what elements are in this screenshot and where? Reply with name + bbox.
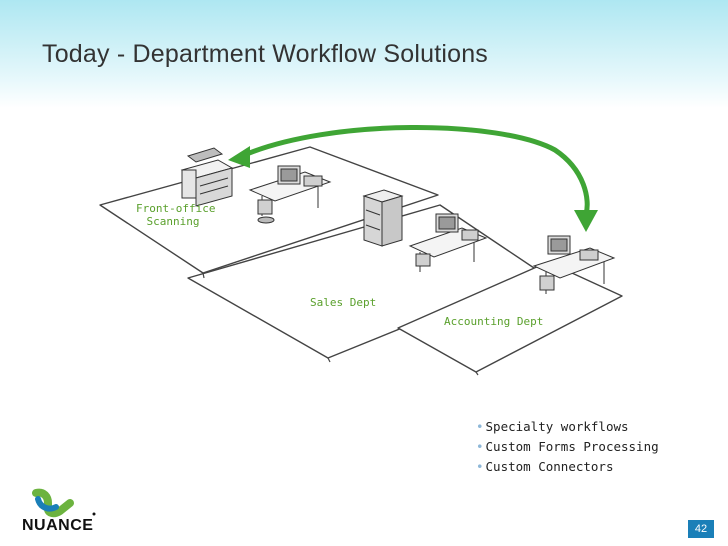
accounting-dept-label: Accounting Dept: [444, 315, 544, 328]
feature-list: Specialty workflows Custom Forms Process…: [476, 417, 659, 477]
front-office-label: Front-office Scanning: [136, 202, 216, 228]
workflow-arrow: [239, 124, 590, 217]
arrow-head-right: [574, 210, 598, 232]
list-item: Custom Connectors: [476, 457, 659, 477]
sales-workstation: [408, 213, 488, 272]
list-item: Specialty workflows: [476, 417, 659, 437]
arrow-head-left: [228, 146, 250, 168]
sales-dept-label: Sales Dept: [310, 296, 377, 309]
header-band: [0, 0, 728, 108]
brand-name: NUANCE: [22, 517, 94, 534]
mfp-device: [180, 147, 234, 207]
filing-cabinet: [362, 189, 404, 247]
front-office-workstation: [248, 165, 332, 224]
slide-title: Today - Department Workflow Solutions: [42, 40, 489, 68]
page-number-badge: 42: [688, 520, 714, 538]
accounting-platform: [397, 261, 623, 373]
list-item: Custom Forms Processing: [476, 437, 659, 457]
accounting-workstation: [532, 235, 616, 294]
nuance-logo-icon: [32, 488, 96, 518]
